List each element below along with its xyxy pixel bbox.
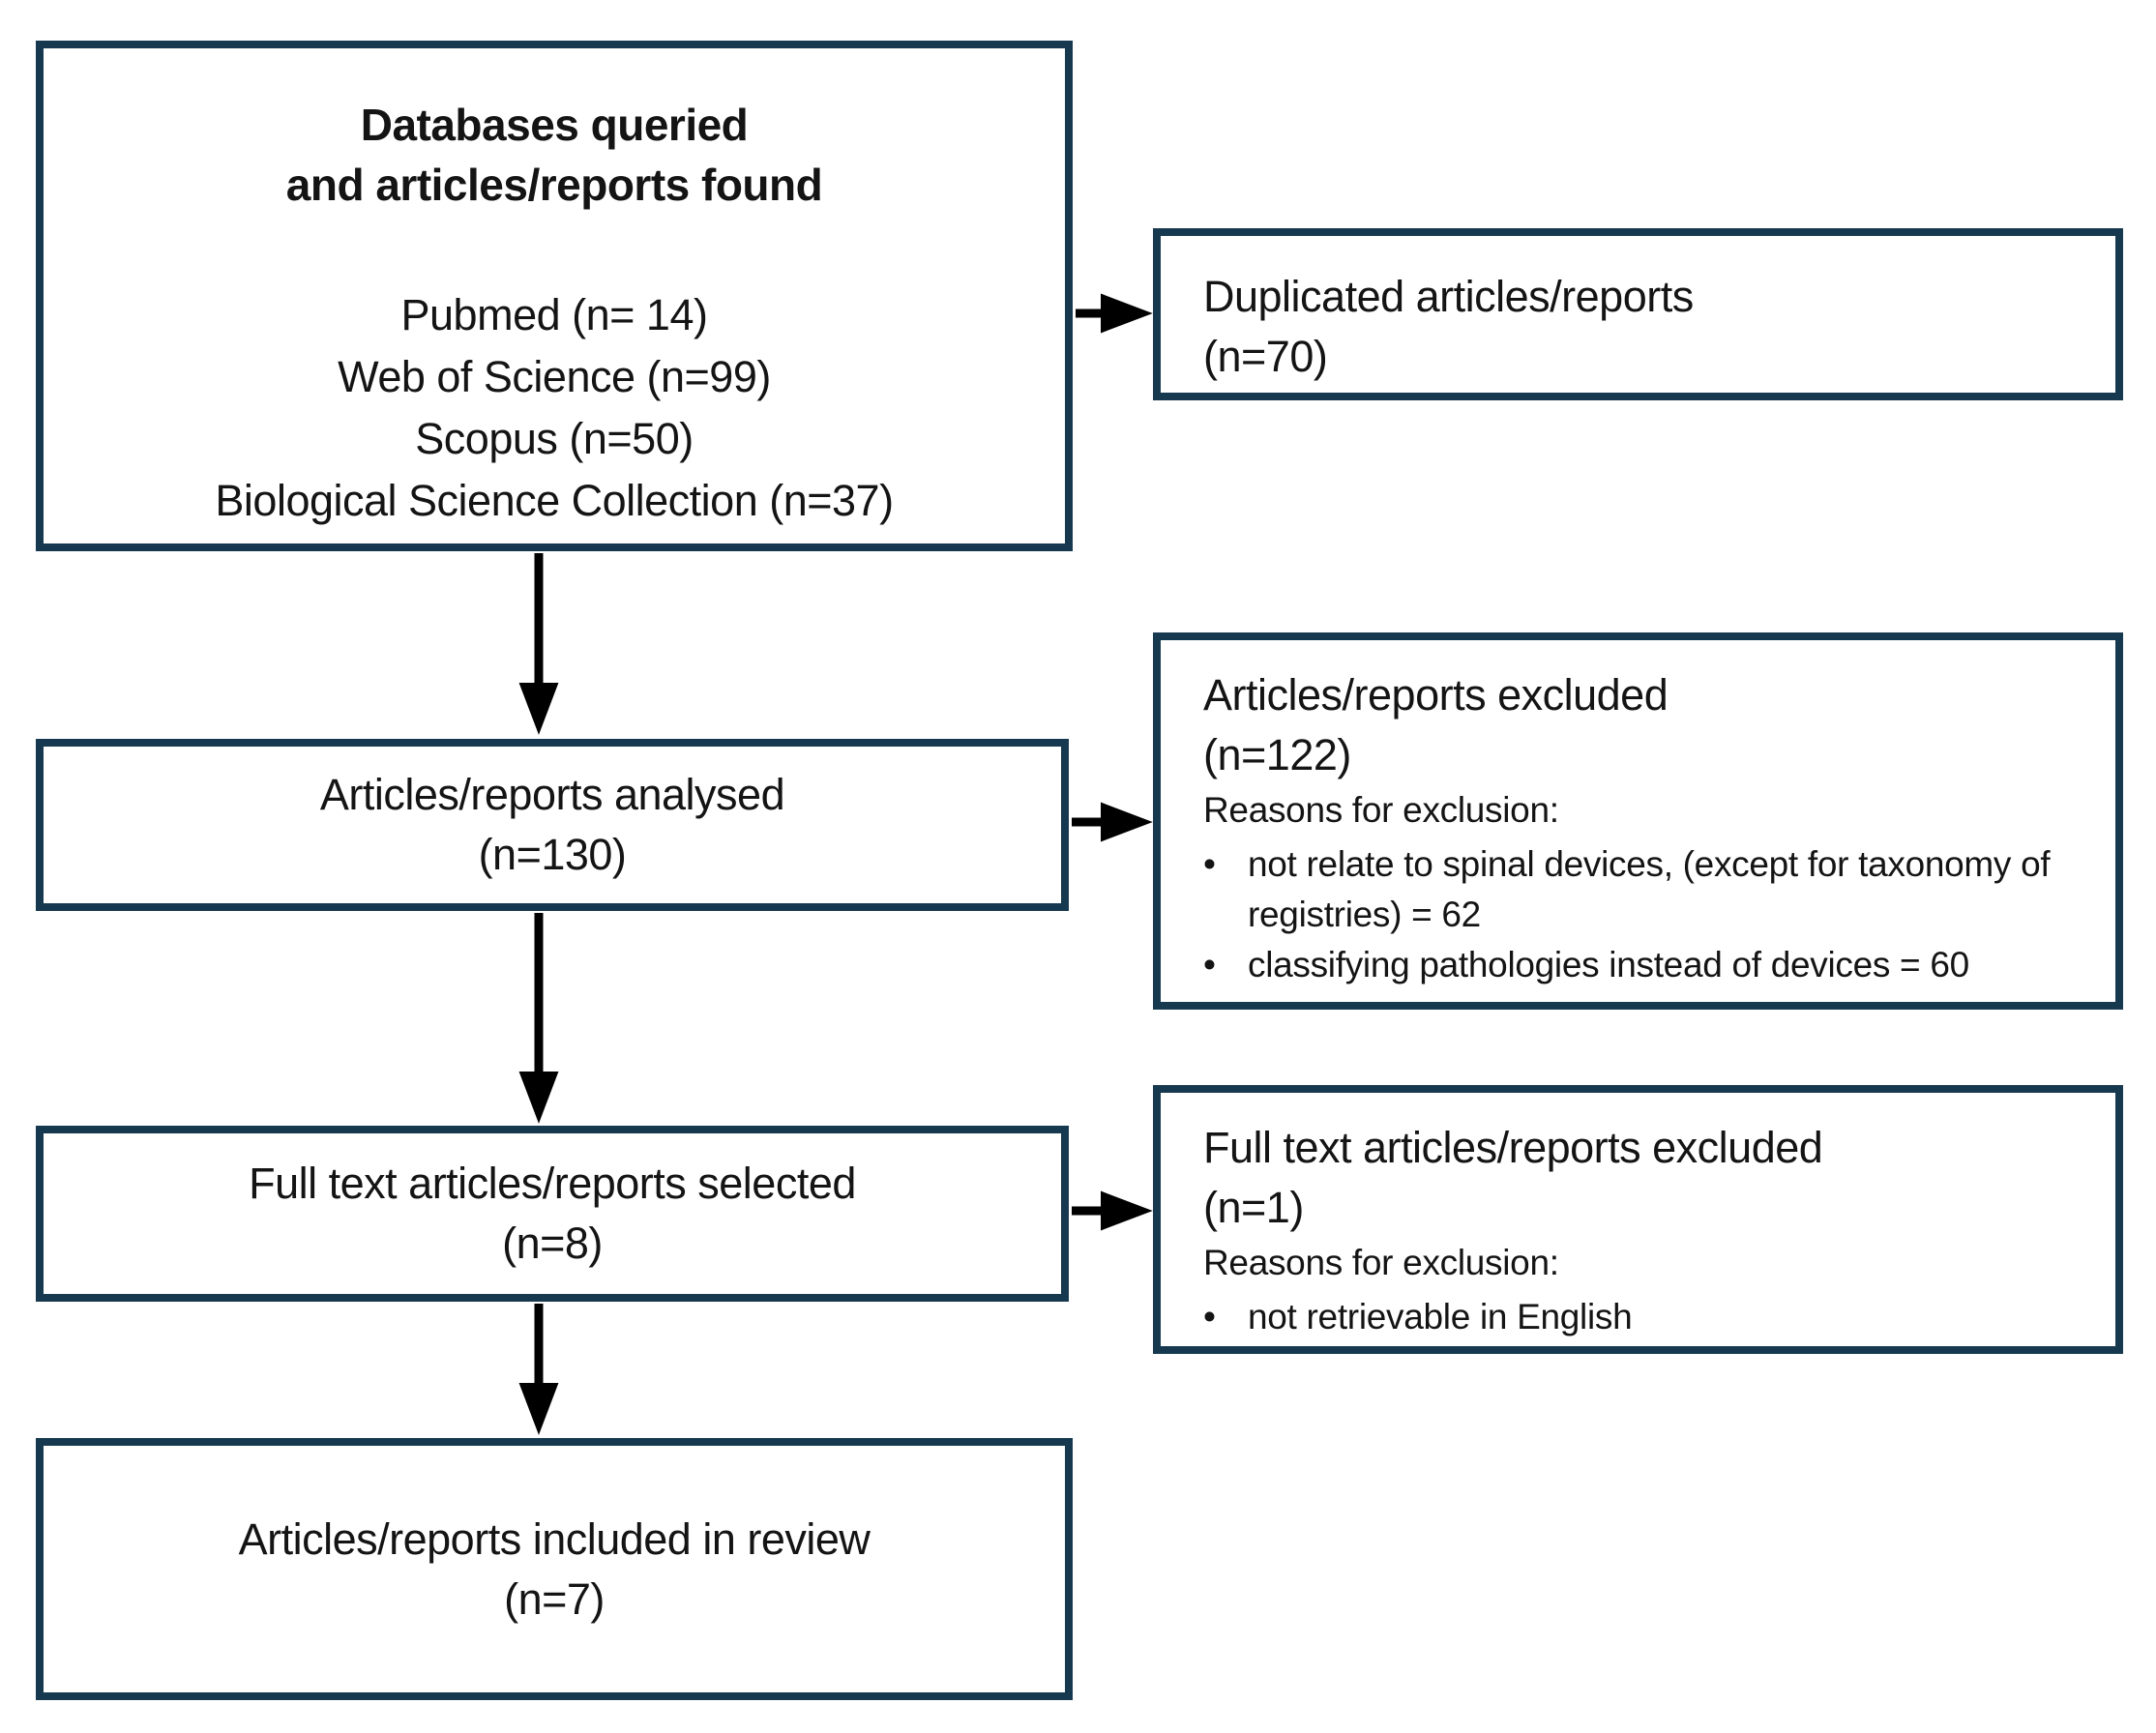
box-fulltext-selected: Full text articles/reports selected (n=8… [36,1126,1069,1302]
excluded-reason-1: not relate to spinal devices, (except fo… [1248,844,2051,934]
included-count: (n=7) [504,1573,605,1624]
database-item-web-of-science: Web of Science (n=99) [338,352,771,401]
excluded-label: Articles/reports excluded [1203,670,1669,720]
included-label: Articles/reports included in review [238,1513,871,1564]
box-duplicated: Duplicated articles/reports (n=70) [1153,228,2123,400]
duplicated-label: Duplicated articles/reports [1203,272,1694,321]
fulltext-excluded-reason-1: not retrievable in English [1248,1297,1633,1336]
title-line-2: and articles/reports found [285,160,823,210]
box-articles-analysed: Articles/reports analysed (n=130) [36,739,1069,911]
box-included-in-review: Articles/reports included in review (n=7… [36,1438,1073,1700]
arrow-analysed-to-selected [518,913,559,1124]
arrow-selected-to-fulltext-excluded [1072,1190,1153,1231]
title-line-1: Databases queried [360,100,749,150]
arrow-sources-to-analysed [518,553,559,735]
fulltext-excluded-reasons-label: Reasons for exclusion: [1203,1243,1559,1282]
excluded-reasons-list: not relate to spinal devices, (except fo… [1203,839,2115,990]
analysed-label: Articles/reports analysed [319,770,785,819]
analysed-count: (n=130) [478,830,627,879]
excluded-reason-2: classifying pathologies instead of devic… [1248,945,1969,984]
box-fulltext-excluded: Full text articles/reports excluded (n=1… [1153,1085,2123,1354]
box-title: Databases queried and articles/reports f… [44,95,1065,215]
fulltext-excluded-reasons-list: not retrievable in English [1203,1292,2115,1342]
fulltext-excluded-reason-item: not retrievable in English [1203,1292,2115,1342]
fulltext-excluded-count: (n=1) [1203,1183,1304,1232]
excluded-reason-item: classifying pathologies instead of devic… [1203,940,2115,990]
box-excluded: Articles/reports excluded (n=122) Reason… [1153,632,2123,1010]
arrow-selected-to-included [518,1304,559,1435]
excluded-reason-item: not relate to spinal devices, (except fo… [1203,839,2115,940]
database-item-scopus: Scopus (n=50) [415,414,694,463]
arrow-sources-to-duplicated [1076,293,1153,334]
fulltext-excluded-label: Full text articles/reports excluded [1203,1123,1823,1172]
duplicated-count: (n=70) [1203,332,1328,381]
database-item-biological-science-collection: Biological Science Collection (n=37) [215,476,894,525]
excluded-count: (n=122) [1203,730,1351,779]
arrow-analysed-to-excluded [1072,802,1153,842]
box-databases-queried: Databases queried and articles/reports f… [36,41,1073,551]
selected-label: Full text articles/reports selected [249,1159,856,1208]
database-list: Pubmed (n= 14) Web of Science (n=99) Sco… [44,284,1065,532]
selected-count: (n=8) [502,1219,603,1268]
database-item-pubmed: Pubmed (n= 14) [400,290,708,339]
excluded-reasons-label: Reasons for exclusion: [1203,790,1559,830]
